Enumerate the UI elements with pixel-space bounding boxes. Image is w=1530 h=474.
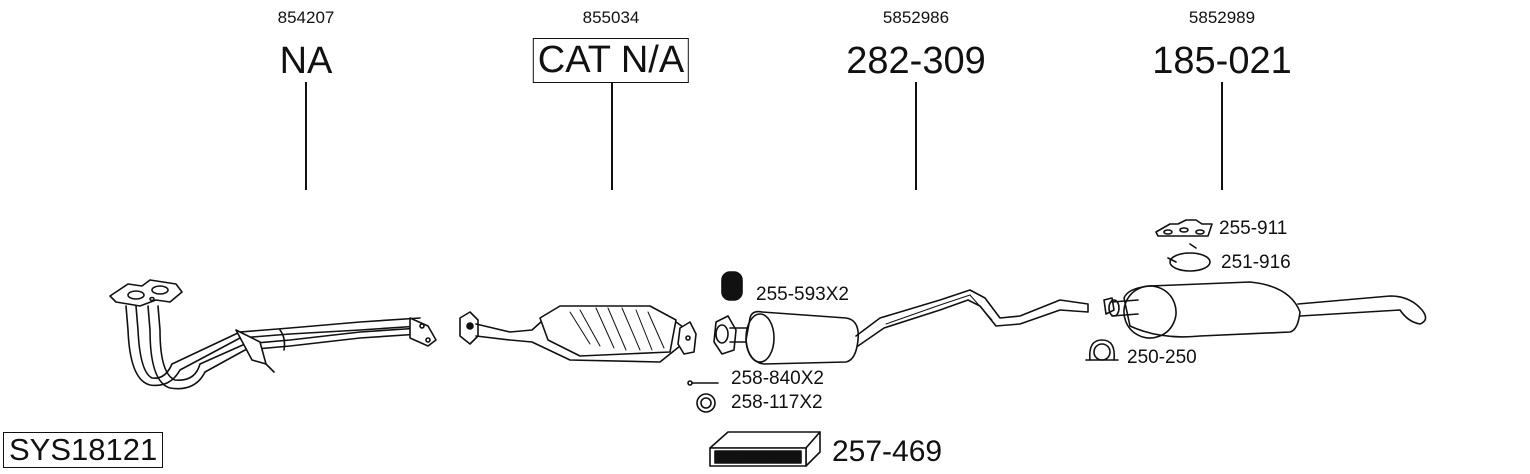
- rear-silencer-drawing: [1103, 281, 1427, 339]
- oe-number-col4: 5852989: [1188, 8, 1256, 27]
- part-number-col1[interactable]: NA: [279, 40, 333, 82]
- bosal-box-drawing: [709, 431, 821, 467]
- strap-clamp-drawing: [1167, 243, 1211, 272]
- u-clamp-drawing: [1085, 339, 1119, 361]
- front-pipe-drawing: [109, 279, 437, 390]
- accessory-code-strap-clamp[interactable]: 251-916: [1221, 252, 1291, 273]
- fitting-kit-code[interactable]: 257-469: [832, 435, 943, 468]
- part-number-col3[interactable]: 282-309: [846, 40, 986, 82]
- part-number-col2[interactable]: CAT N/A: [532, 38, 690, 83]
- leader-line-col2: [611, 82, 613, 190]
- accessory-code-rubber-hanger[interactable]: 255-593X2: [756, 284, 849, 305]
- centre-silencer-drawing: [713, 289, 1089, 365]
- oe-number-col1: 854207: [277, 8, 335, 27]
- leader-line-col1: [305, 82, 307, 190]
- rubber-hanger-drawing: [721, 271, 743, 301]
- part-number-col4[interactable]: 185-021: [1152, 40, 1292, 82]
- leader-line-col3: [915, 82, 917, 190]
- sealing-ring-drawing: [696, 393, 716, 413]
- accessory-code-u-clamp[interactable]: 250-250: [1127, 347, 1197, 368]
- bolt-drawing: [687, 380, 719, 386]
- leader-line-col4: [1221, 82, 1223, 190]
- catalytic-converter-drawing: [459, 305, 697, 363]
- bosal-logo-text: bosal: [742, 450, 773, 464]
- accessory-code-bolt[interactable]: 258-840X2: [731, 368, 824, 389]
- oe-number-col3: 5852986: [882, 8, 950, 27]
- accessory-code-sealing-ring[interactable]: 258-117X2: [731, 392, 823, 413]
- oe-number-col2: 855034: [582, 8, 640, 27]
- system-code: SYS18121: [3, 432, 164, 468]
- rubber-mount-drawing: [1155, 219, 1213, 237]
- accessory-code-rubber-mount[interactable]: 255-911: [1219, 218, 1288, 239]
